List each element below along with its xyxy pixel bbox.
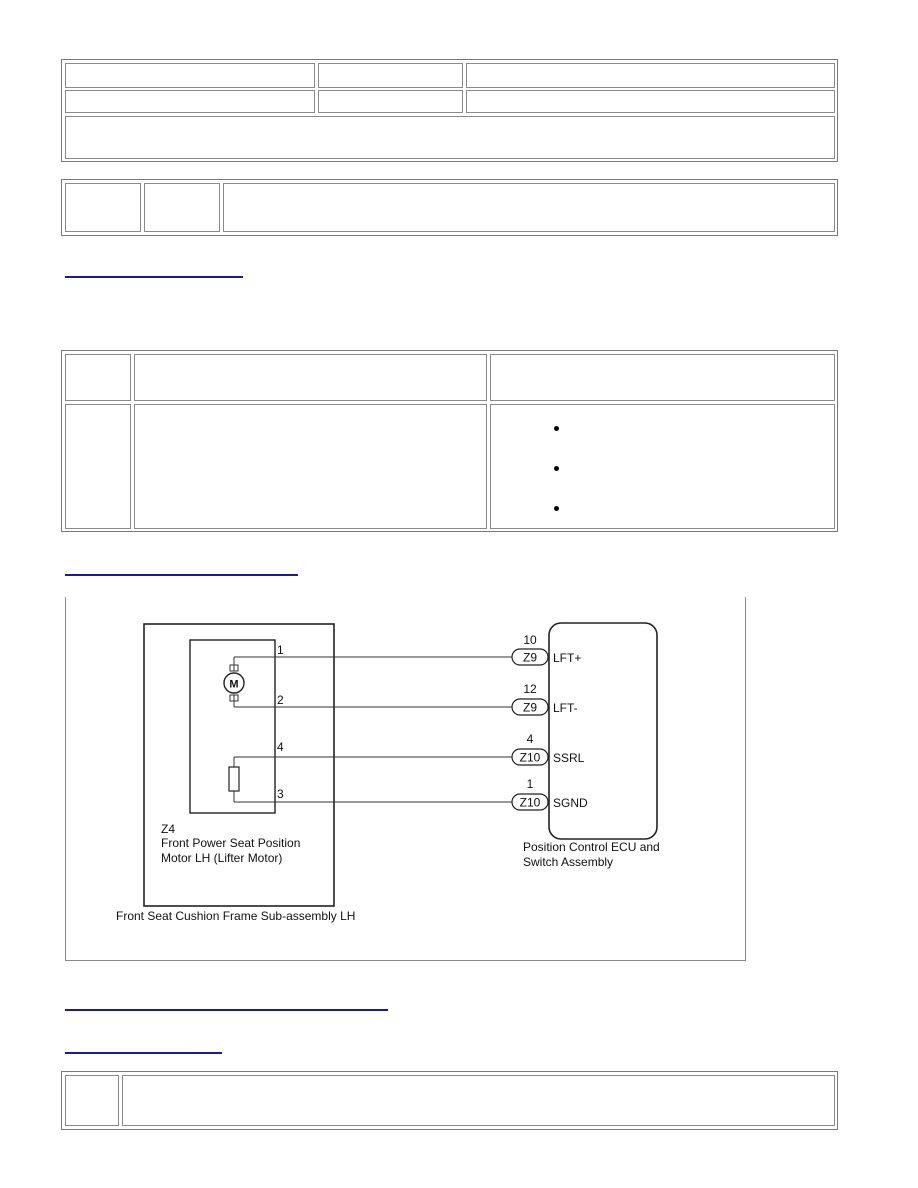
ecu-pin-number: 4 <box>527 732 534 746</box>
ecu-pin-number: 1 <box>527 777 534 791</box>
section-link-3[interactable] <box>65 1009 388 1011</box>
section-link-2[interactable] <box>65 574 298 576</box>
connector-label: Z10 <box>520 796 541 810</box>
signal-label: SGND <box>553 796 588 810</box>
section-link-1[interactable] <box>65 276 243 278</box>
header-cell-r2c3 <box>466 90 835 113</box>
motor-symbol: M <box>229 679 238 691</box>
motor-pin-label: 3 <box>277 787 284 801</box>
dtc-row-area <box>490 404 835 529</box>
dtc-row-code <box>65 404 131 529</box>
section-link-4[interactable] <box>65 1052 222 1054</box>
signal-label: LFT+ <box>553 651 581 665</box>
ecu-box <box>548 622 658 840</box>
motor-pin-label: 2 <box>277 693 284 707</box>
wiring-diagram: M 1 2 4 3 Z9 Z9 Z10 Z10 10 12 4 1 <box>65 597 746 961</box>
ecu-name-line-1: Position Control ECU and <box>523 840 660 854</box>
header-table <box>61 59 838 162</box>
ecu-pin-number: 10 <box>523 633 537 647</box>
list-bullet <box>554 506 559 511</box>
signal-label: SSRL <box>553 751 585 765</box>
connector-badge <box>511 698 549 716</box>
header-cell-r1c1 <box>65 63 315 88</box>
step-table <box>61 1071 838 1130</box>
frame-box <box>143 623 335 907</box>
connector-badge <box>511 748 549 766</box>
sensor-resistor <box>228 766 240 792</box>
motor-pin-label: 1 <box>277 643 284 657</box>
step-cell-body <box>122 1075 835 1126</box>
info-cell-3 <box>223 183 835 232</box>
header-cell-r2c2 <box>318 90 463 113</box>
list-bullet <box>554 466 559 471</box>
step-cell-number <box>65 1075 119 1126</box>
signal-label: LFT- <box>553 701 578 715</box>
connector-label: Z10 <box>520 751 541 765</box>
connector-label: Z9 <box>523 701 537 715</box>
frame-name: Front Seat Cushion Frame Sub-assembly LH <box>116 909 355 923</box>
header-cell-r3 <box>65 116 835 159</box>
motor-name-line-1: Front Power Seat Position <box>161 836 300 850</box>
header-cell-r1c3 <box>466 63 835 88</box>
dtc-header-code <box>65 354 131 401</box>
motor-pin-label: 4 <box>277 740 284 754</box>
header-cell-r2c1 <box>65 90 315 113</box>
connector-code: Z4 <box>161 822 175 836</box>
connector-label: Z9 <box>523 651 537 665</box>
dtc-header-area <box>490 354 835 401</box>
motor-box <box>189 639 276 814</box>
list-bullet <box>554 426 559 431</box>
ecu-name-line-2: Switch Assembly <box>523 855 613 869</box>
info-cell-2 <box>144 183 220 232</box>
dtc-row-condition <box>134 404 487 529</box>
connector-badge <box>511 793 549 811</box>
dtc-header-condition <box>134 354 487 401</box>
wiring-diagram-svg: M 1 2 4 3 Z9 Z9 Z10 Z10 10 12 4 1 <box>116 622 660 923</box>
header-cell-r1c2 <box>318 63 463 88</box>
ecu-pin-number: 12 <box>523 682 537 696</box>
connector-badge <box>511 648 549 666</box>
info-table <box>61 179 838 236</box>
motor-icon <box>223 672 245 694</box>
dtc-table <box>61 350 838 532</box>
motor-name-line-2: Motor LH (Lifter Motor) <box>161 851 282 865</box>
info-cell-1 <box>65 183 141 232</box>
